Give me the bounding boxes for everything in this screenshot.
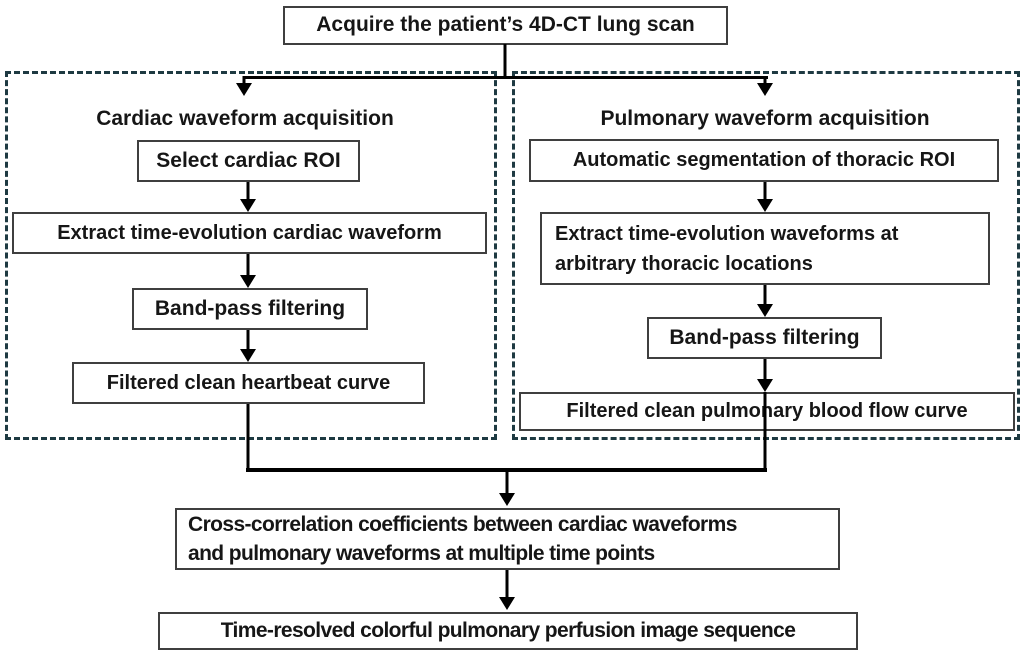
cross-correlation-line2: and pulmonary waveforms at multiple time… [188,542,655,565]
pulmonary-arrow2-head-icon [757,304,773,317]
output-arrow-stem [505,570,509,598]
merge-bar [246,468,767,472]
pulmonary-arrow3-head-icon [757,379,773,392]
pulmonary-arrow2-stem [763,285,767,305]
pulmonary-bandpass-label: Band-pass filtering [669,325,860,349]
cross-correlation-line1: Cross-correlation coefficients between c… [188,512,737,536]
merge-center-stem [505,472,509,494]
filtered-pulmonary-node: Filtered clean pulmonary blood flow curv… [519,392,1015,431]
split-left-drop [242,76,246,85]
extract-thoracic-waveforms-line2: arbitrary thoracic locations [555,252,813,275]
cross-correlation-node: Cross-correlation coefficients between c… [175,508,840,570]
acquire-scan-label: Acquire the patient’s 4D-CT lung scan [316,13,695,37]
split-connector-bar [243,76,768,79]
extract-thoracic-waveforms-line1: Extract time-evolution waveforms at [555,222,899,245]
pulmonary-bandpass-node: Band-pass filtering [647,317,882,359]
split-right-arrowhead-icon [757,83,773,96]
perfusion-output-label: Time-resolved colorful pulmonary perfusi… [220,618,796,642]
filtered-heartbeat-node: Filtered clean heartbeat curve [72,362,425,404]
cardiac-panel-title: Cardiac waveform acquisition [96,107,394,130]
select-cardiac-roi-node: Select cardiac ROI [137,140,360,182]
filtered-heartbeat-label: Filtered clean heartbeat curve [106,371,391,394]
split-right-drop [763,76,767,85]
filtered-pulmonary-label: Filtered clean pulmonary blood flow curv… [566,400,968,422]
extract-thoracic-waveforms-node: Extract time-evolution waveforms at arbi… [540,212,990,285]
split-left-arrowhead-icon [236,83,252,96]
cardiac-arrow1-head-icon [240,199,256,212]
cardiac-arrow1-stem [246,182,250,200]
cardiac-panel [5,71,497,440]
merge-right-stem [763,392,767,472]
extract-cardiac-waveform-label: Extract time-evolution cardiac waveform [57,221,442,244]
perfusion-output-node: Time-resolved colorful pulmonary perfusi… [158,612,858,650]
cardiac-arrow2-stem [246,254,250,276]
select-cardiac-roi-label: Select cardiac ROI [156,148,341,172]
pulmonary-arrow1-stem [763,182,767,200]
thoracic-segmentation-node: Automatic segmentation of thoracic ROI [529,139,999,182]
pulmonary-arrow3-stem [763,359,767,380]
cardiac-bandpass-node: Band-pass filtering [132,288,368,330]
split-connector-stem [503,44,507,79]
pulmonary-arrow1-head-icon [757,199,773,212]
merge-arrowhead-icon [499,493,515,506]
thoracic-segmentation-label: Automatic segmentation of thoracic ROI [572,149,956,171]
cardiac-bandpass-label: Band-pass filtering [154,296,346,320]
extract-cardiac-waveform-node: Extract time-evolution cardiac waveform [12,212,487,254]
cardiac-arrow3-head-icon [240,349,256,362]
cardiac-arrow3-stem [246,330,250,350]
acquire-scan-node: Acquire the patient’s 4D-CT lung scan [283,6,728,45]
cardiac-arrow2-head-icon [240,275,256,288]
pulmonary-panel-title: Pulmonary waveform acquisition [600,107,930,130]
merge-left-stem [246,404,250,472]
output-arrow-head-icon [499,597,515,610]
